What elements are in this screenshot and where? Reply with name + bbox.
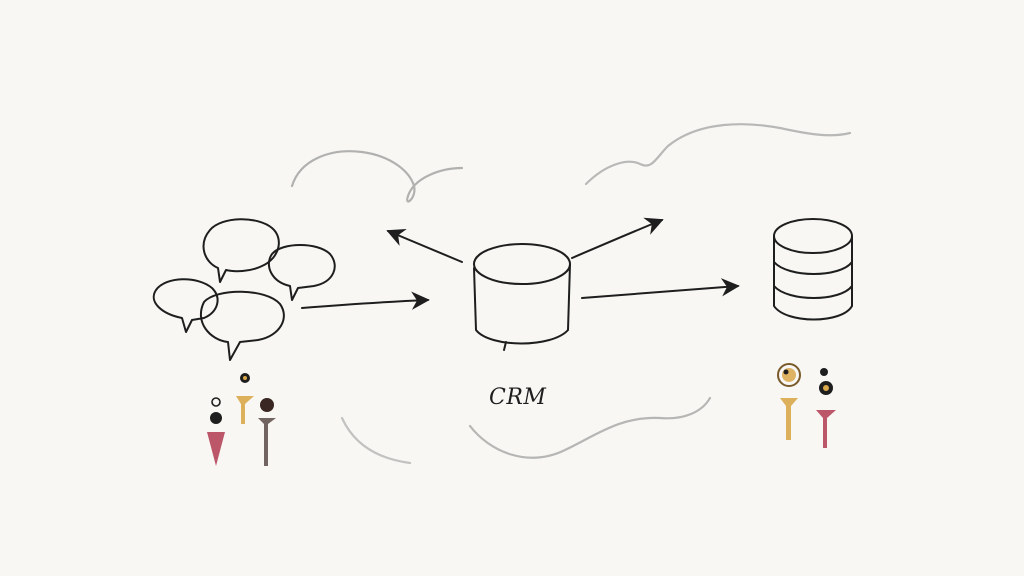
cylinder-top (473, 243, 571, 285)
arrow-crm-to-database (581, 278, 740, 299)
database-top (773, 218, 853, 254)
cylinder-icon (473, 243, 571, 351)
database-body (773, 235, 853, 321)
person-figure-crimson (207, 397, 225, 466)
doodle-squiggle-bottom-center (468, 396, 712, 459)
speech-bubble-2 (267, 244, 336, 301)
arrow-crm-to-upper-left (386, 228, 463, 263)
arrow-bubbles-to-crm (301, 291, 430, 310)
people-figures-right (777, 363, 836, 448)
arrow-crm-to-upper-right (571, 217, 664, 259)
person-figure-brown (258, 398, 276, 466)
database-ring-1 (773, 261, 853, 275)
people-figures-left (207, 373, 276, 466)
speech-bubble-3 (152, 278, 219, 333)
speech-bubble-4 (199, 290, 285, 361)
speech-bubbles-icon (152, 218, 336, 361)
flow-arrows (301, 217, 740, 310)
speech-bubble-1 (202, 218, 280, 283)
doodle-squiggle-top-right (584, 123, 852, 186)
person-figure-ochre-large (777, 363, 801, 440)
doodle-squiggle-top-left (290, 150, 464, 203)
crm-label: CRM (489, 385, 546, 410)
doodle-lines (290, 123, 852, 465)
cylinder-drip (503, 341, 507, 351)
doodle-squiggle-bottom-left (340, 416, 412, 465)
person-figure-ochre (236, 373, 254, 424)
database-ring-2 (773, 285, 853, 299)
database-icon (773, 218, 853, 321)
cylinder-body (473, 263, 571, 345)
person-figure-pink (816, 368, 836, 448)
